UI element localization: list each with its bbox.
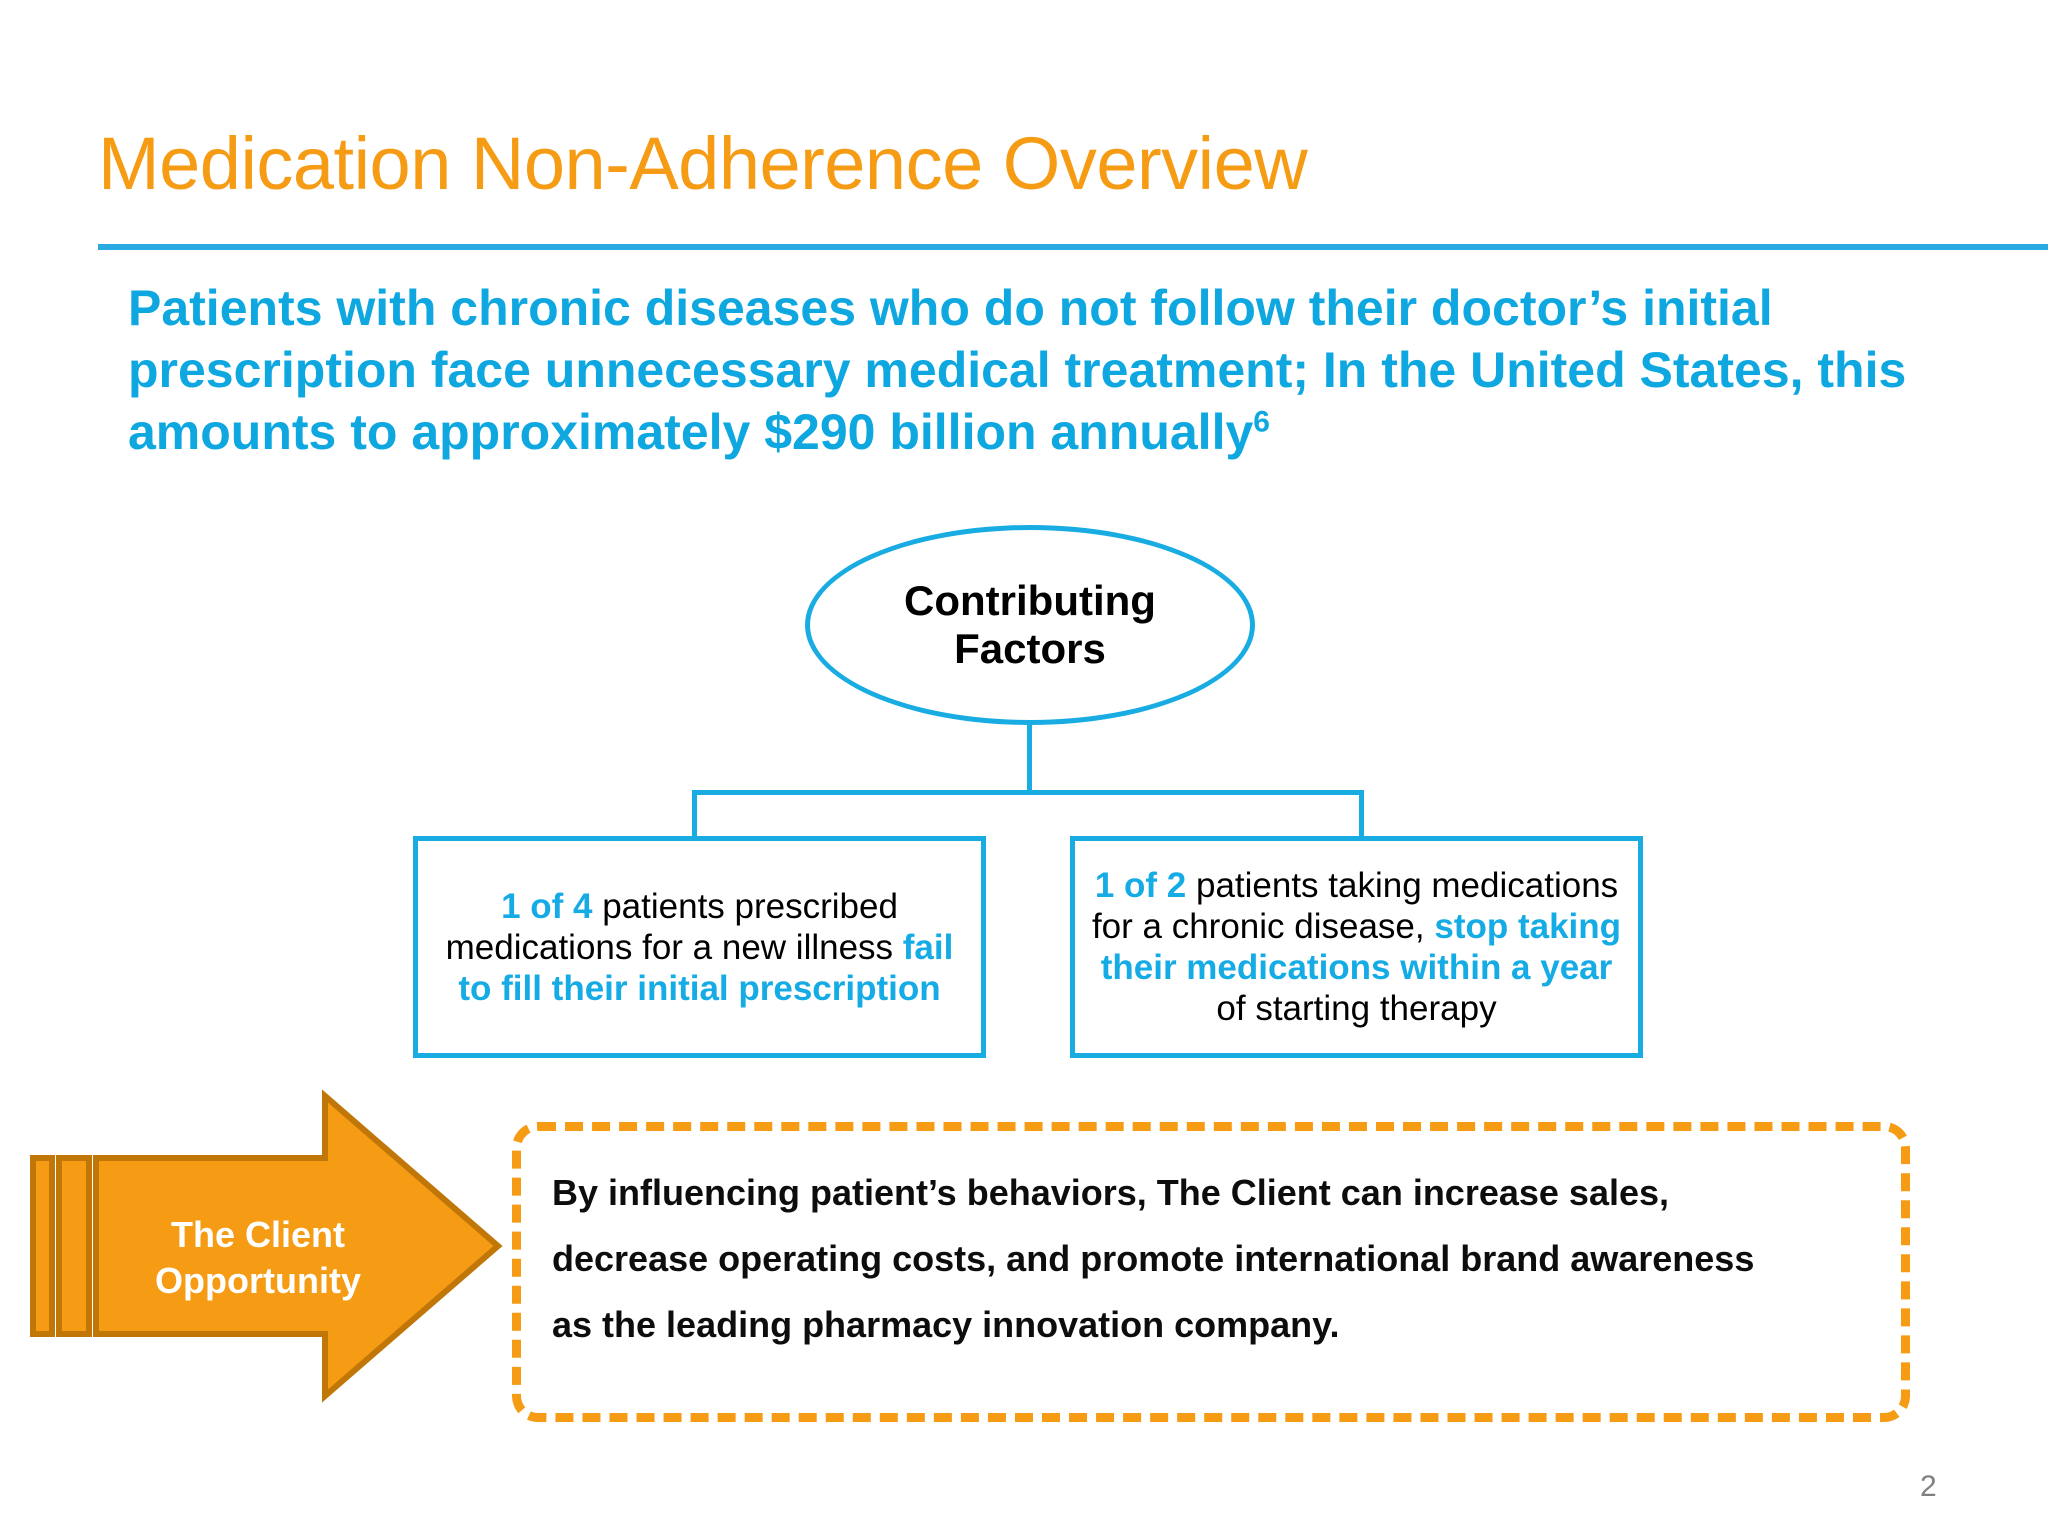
emphasis-text: stop taking their medications within a y… <box>1100 907 1622 987</box>
connector-branch-right <box>1359 790 1364 836</box>
opportunity-callout-line-2: decrease operating costs, and promote in… <box>552 1238 1755 1279</box>
fact-box-left: 1 of 4 patients prescribed medications f… <box>413 836 986 1058</box>
opportunity-callout-line-3: as the leading pharmacy innovation compa… <box>552 1304 1340 1345</box>
contributing-factors-label-line-1: Contributing <box>904 577 1156 624</box>
page-number: 2 <box>1920 1470 1937 1503</box>
page-title: Medication Non-Adherence Overview <box>98 122 1308 205</box>
opportunity-callout-box <box>512 1122 1910 1422</box>
subtitle-line-3: amounts to approximately $290 billion an… <box>128 404 1254 460</box>
striped-right-arrow-icon <box>30 1089 503 1403</box>
fact-box-left-text: 1 of 4 patients prescribed medications f… <box>428 886 971 1009</box>
opportunity-arrow <box>28 1086 538 1441</box>
opportunity-callout-line-1: By influencing patient’s behaviors, The … <box>552 1172 1670 1213</box>
emphasis-text: 1 of 4 <box>501 886 593 926</box>
emphasis-text: fail to fill their initial prescription <box>458 927 954 1008</box>
subtitle-line-1: Patients with chronic diseases who do no… <box>128 280 1773 336</box>
connector-crossbar <box>692 790 1364 795</box>
subtitle-line-2: prescription face unnecessary medical tr… <box>128 342 1907 398</box>
connector-stem <box>1027 724 1032 790</box>
contributing-factors-label: Contributing Factors <box>904 577 1156 673</box>
plain-text: of starting therapy <box>1216 989 1497 1028</box>
connector-branch-left <box>692 790 697 836</box>
subtitle-footnote-marker: 6 <box>1253 405 1270 439</box>
opportunity-callout-text: By influencing patient’s behaviors, The … <box>552 1160 1882 1358</box>
fact-box-right-text: 1 of 2 patients taking medications for a… <box>1085 865 1628 1029</box>
plain-text: patients prescribed medications for a ne… <box>445 886 903 967</box>
title-divider <box>98 244 2048 250</box>
contributing-factors-label-line-2: Factors <box>954 625 1106 672</box>
contributing-factors-node: Contributing Factors <box>805 525 1255 725</box>
fact-box-right: 1 of 2 patients taking medications for a… <box>1070 836 1643 1058</box>
plain-text: patients taking medications for a chroni… <box>1091 866 1619 946</box>
emphasis-text: 1 of 2 <box>1094 866 1187 905</box>
slide-subtitle: Patients with chronic diseases who do no… <box>128 277 2018 463</box>
